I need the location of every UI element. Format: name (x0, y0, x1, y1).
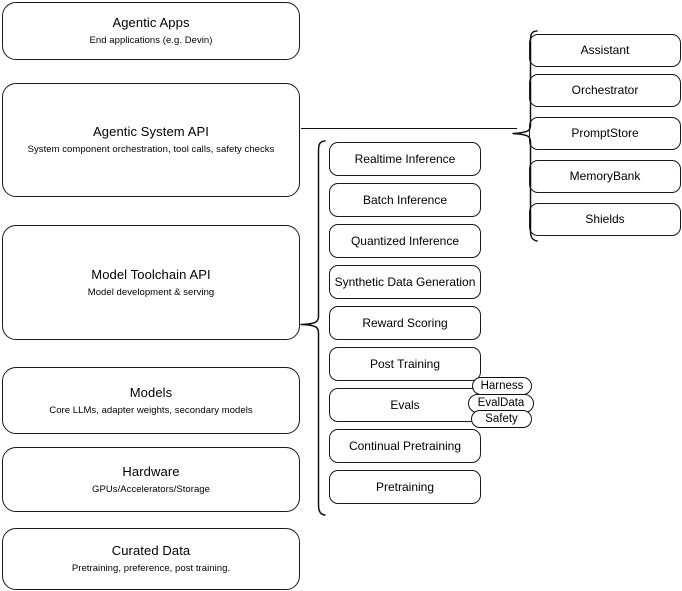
layer-title: Curated Data (111, 543, 191, 558)
toolchain-label: Evals (390, 397, 420, 412)
toolchain-box-reward-scoring[interactable]: Reward Scoring (329, 306, 481, 340)
toolchain-label: Synthetic Data Generation (334, 274, 476, 289)
system-label: Orchestrator (571, 83, 639, 97)
toolchain-box-continual-pretraining[interactable]: Continual Pretraining (329, 429, 481, 463)
toolchain-label: Quantized Inference (350, 233, 460, 248)
layer-subtitle: Model development & serving (87, 286, 215, 298)
layer-box-model-toolchain-api[interactable]: Model Toolchain API Model development & … (2, 225, 300, 340)
toolchain-label: Reward Scoring (362, 315, 448, 330)
layer-title: Models (129, 384, 173, 400)
layer-title: Model Toolchain API (91, 266, 211, 282)
toolchain-box-batch-inference[interactable]: Batch Inference (329, 183, 481, 217)
layer-subtitle: Pretraining, preference, post training. (71, 563, 231, 574)
system-box-orchestrator[interactable]: Orchestrator (529, 74, 681, 107)
system-label: MemoryBank (569, 169, 641, 183)
eval-badge-harness[interactable]: Harness (472, 377, 532, 395)
system-label: Shields (585, 212, 625, 226)
eval-badge-safety[interactable]: Safety (471, 410, 532, 428)
toolchain-box-pretraining[interactable]: Pretraining (329, 470, 481, 504)
layer-subtitle: End applications (e.g. Devin) (89, 35, 213, 46)
layer-box-hardware[interactable]: Hardware GPUs/Accelerators/Storage (2, 447, 300, 512)
toolchain-box-evals[interactable]: Evals (329, 388, 481, 422)
toolchain-label: Continual Pretraining (348, 438, 462, 453)
system-label: PromptStore (571, 126, 639, 140)
system-box-assistant[interactable]: Assistant (529, 34, 681, 67)
layer-title: Agentic System API (93, 124, 209, 139)
system-box-promptstore[interactable]: PromptStore (529, 117, 681, 150)
toolchain-box-quantized-inference[interactable]: Quantized Inference (329, 224, 481, 258)
eval-badge-label: EvalData (477, 397, 525, 409)
layer-title: Hardware (122, 463, 180, 479)
toolchain-box-realtime-inference[interactable]: Realtime Inference (329, 142, 481, 176)
layer-title: Agentic Apps (112, 15, 190, 30)
toolchain-box-post-training[interactable]: Post Training (329, 347, 481, 381)
connector-system-api-to-components (301, 128, 517, 130)
layer-subtitle: GPUs/Accelerators/Storage (92, 483, 210, 495)
toolchain-label: Batch Inference (362, 192, 448, 207)
eval-badge-label: Harness (480, 379, 524, 392)
layer-box-agentic-system-api[interactable]: Agentic System API System component orch… (2, 83, 300, 197)
layer-subtitle: System component orchestration, tool cal… (27, 144, 275, 155)
brace-agentic-system (512, 30, 538, 242)
brace-model-toolchain (300, 140, 326, 516)
toolchain-label: Post Training (369, 356, 441, 371)
layer-subtitle: Core LLMs, adapter weights, secondary mo… (49, 404, 253, 416)
layer-box-models[interactable]: Models Core LLMs, adapter weights, secon… (2, 367, 300, 434)
toolchain-label: Realtime Inference (354, 151, 456, 166)
toolchain-box-synthetic-data-generation[interactable]: Synthetic Data Generation (329, 265, 481, 299)
system-box-shields[interactable]: Shields (529, 203, 681, 236)
system-label: Assistant (580, 43, 630, 57)
toolchain-label: Pretraining (375, 479, 435, 494)
layer-box-curated-data[interactable]: Curated Data Pretraining, preference, po… (2, 528, 300, 590)
eval-badge-label: Safety (485, 412, 518, 425)
system-box-memorybank[interactable]: MemoryBank (529, 160, 681, 193)
layer-box-agentic-apps[interactable]: Agentic Apps End applications (e.g. Devi… (2, 2, 300, 60)
